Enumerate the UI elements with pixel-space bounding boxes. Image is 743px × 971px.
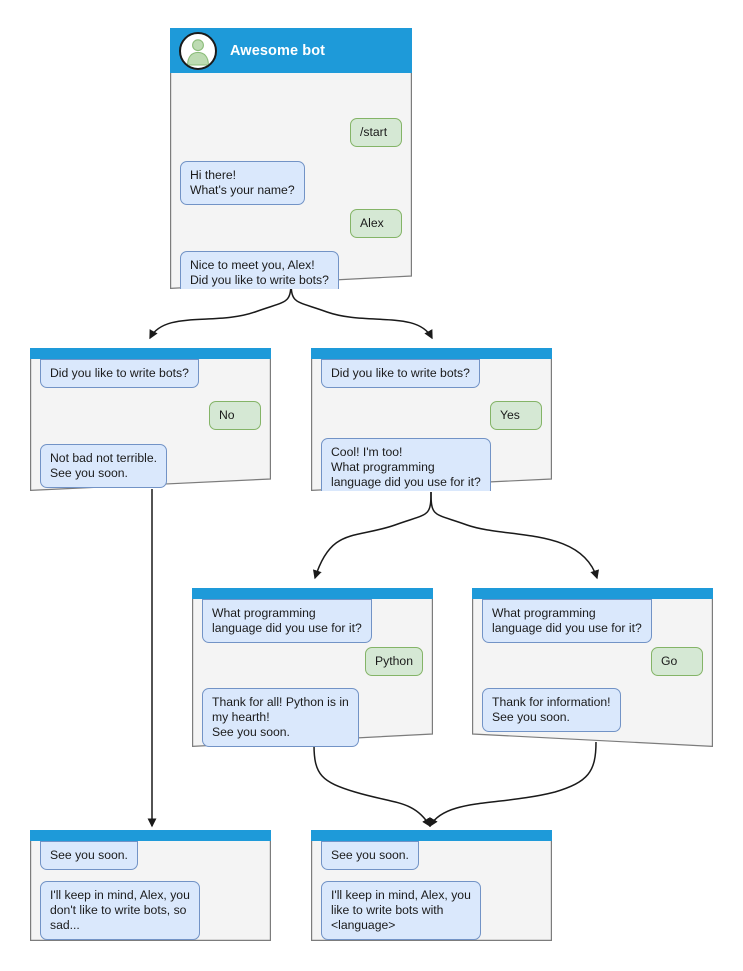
- chat-node-end-happy[interactable]: See you soon. I'll keep in mind, Alex, y…: [311, 830, 552, 941]
- edge-python-to-happy: [313, 744, 431, 828]
- message-row: /start: [170, 118, 412, 147]
- node-header-bar: [311, 830, 552, 841]
- bot-message-bubble[interactable]: Hi there! What's your name?: [180, 161, 305, 205]
- chat-transcript: See you soon. I'll keep in mind, Alex, y…: [30, 841, 271, 941]
- node-title: Awesome bot: [230, 42, 326, 59]
- message-row: I'll keep in mind, Alex, you like to wri…: [311, 881, 552, 940]
- chat-transcript: /start Hi there! What's your name? Alex …: [170, 73, 412, 289]
- chat-node-branch-no[interactable]: Did you like to write bots? No Not bad n…: [30, 348, 271, 491]
- message-row: Yes: [311, 401, 552, 430]
- message-row: No: [30, 401, 271, 430]
- user-message-bubble[interactable]: Alex: [350, 209, 402, 238]
- bot-message-bubble[interactable]: Cool! I'm too! What programming language…: [321, 438, 491, 491]
- chat-transcript: Did you like to write bots? No Not bad n…: [30, 359, 271, 491]
- bot-message-bubble[interactable]: Did you like to write bots?: [321, 359, 480, 388]
- message-row: Python: [192, 647, 433, 676]
- bot-message-bubble[interactable]: Thank for information! See you soon.: [482, 688, 621, 732]
- bot-message-bubble[interactable]: Nice to meet you, Alex! Did you like to …: [180, 251, 339, 289]
- message-row: What programming language did you use fo…: [192, 599, 433, 643]
- edge-yes-to-python: [313, 491, 432, 580]
- message-row: See you soon.: [30, 841, 271, 870]
- message-row: Thank for information! See you soon.: [472, 688, 713, 732]
- message-row: What programming language did you use fo…: [472, 599, 713, 643]
- chat-node-branch-python[interactable]: What programming language did you use fo…: [192, 588, 433, 747]
- node-header-bar: [30, 830, 271, 841]
- message-row: Hi there! What's your name?: [170, 161, 412, 205]
- edge-yes-to-go: [430, 491, 599, 580]
- bot-message-bubble[interactable]: Did you like to write bots?: [40, 359, 199, 388]
- chat-transcript: What programming language did you use fo…: [192, 599, 433, 747]
- user-message-bubble[interactable]: Yes: [490, 401, 542, 430]
- message-row: Did you like to write bots?: [30, 359, 271, 388]
- bot-message-bubble[interactable]: Not bad not terrible. See you soon.: [40, 444, 168, 488]
- bot-message-bubble[interactable]: What programming language did you use fo…: [202, 599, 372, 643]
- chat-transcript: See you soon. I'll keep in mind, Alex, y…: [311, 841, 552, 941]
- bot-message-bubble[interactable]: What programming language did you use fo…: [482, 599, 652, 643]
- user-message-bubble[interactable]: /start: [350, 118, 402, 147]
- bot-message-bubble[interactable]: See you soon.: [321, 841, 419, 870]
- node-header-bar: [472, 588, 713, 599]
- node-header-bar: [30, 348, 271, 359]
- user-message-bubble[interactable]: Python: [365, 647, 423, 676]
- user-message-bubble[interactable]: No: [209, 401, 261, 430]
- chat-node-branch-go[interactable]: What programming language did you use fo…: [472, 588, 713, 747]
- chat-transcript: What programming language did you use fo…: [472, 599, 713, 747]
- person-avatar-icon: [179, 31, 217, 70]
- message-row: Not bad not terrible. See you soon.: [30, 444, 271, 488]
- chat-node-root[interactable]: Awesome bot /start Hi there! What's your…: [170, 28, 412, 289]
- node-header-bar: [311, 348, 552, 359]
- user-message-bubble[interactable]: Go: [651, 647, 703, 676]
- bot-message-bubble[interactable]: I'll keep in mind, Alex, you don't like …: [40, 881, 200, 940]
- bot-message-bubble[interactable]: Thank for all! Python is in my hearth! S…: [202, 688, 359, 747]
- bot-message-bubble[interactable]: I'll keep in mind, Alex, you like to wri…: [321, 881, 481, 940]
- node-header-bar: [192, 588, 433, 599]
- chat-node-branch-yes[interactable]: Did you like to write bots? Yes Cool! I'…: [311, 348, 552, 491]
- message-row: Cool! I'm too! What programming language…: [311, 438, 552, 491]
- bot-message-bubble[interactable]: See you soon.: [40, 841, 138, 870]
- edge-go-to-happy: [429, 741, 597, 828]
- message-row: Did you like to write bots?: [311, 359, 552, 388]
- node-header-bar: Awesome bot: [170, 28, 412, 73]
- message-row: Go: [472, 647, 713, 676]
- message-row: Alex: [170, 209, 412, 238]
- message-row: I'll keep in mind, Alex, you don't like …: [30, 881, 271, 940]
- message-row: Nice to meet you, Alex! Did you like to …: [170, 251, 412, 289]
- message-row: See you soon.: [311, 841, 552, 870]
- chat-transcript: Did you like to write bots? Yes Cool! I'…: [311, 359, 552, 491]
- chat-node-end-sad[interactable]: See you soon. I'll keep in mind, Alex, y…: [30, 830, 271, 941]
- message-row: Thank for all! Python is in my hearth! S…: [192, 688, 433, 747]
